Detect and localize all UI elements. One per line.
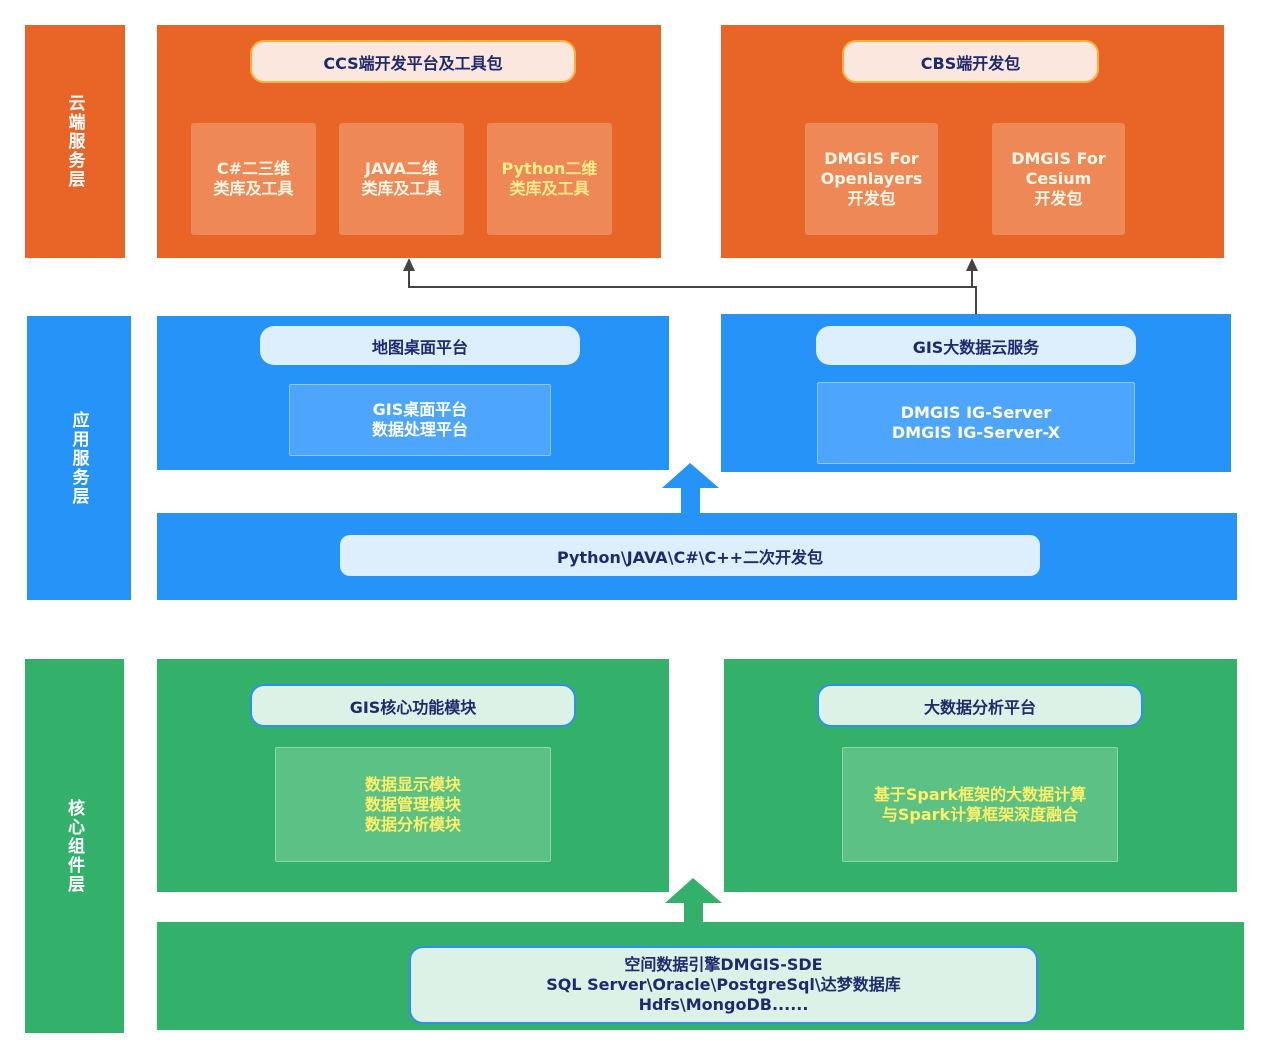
cbs-item-cesium: DMGIS For Cesium 开发包 xyxy=(992,123,1125,235)
arrowhead-cbs-icon xyxy=(966,258,978,271)
cbs-panel: CBS端开发包 DMGIS For Openlayers 开发包 DMGIS F… xyxy=(721,25,1224,258)
cloud-layer-label: 云端服务层 xyxy=(25,25,125,258)
bigdata-analysis-title: 大数据分析平台 xyxy=(817,684,1143,727)
engine-line-2: SQL Server\Oracle\PostgreSql\达梦数据库 xyxy=(546,975,901,994)
gis-core-panel: GIS核心功能模块 数据显示模块 数据管理模块 数据分析模块 xyxy=(157,659,669,892)
cbs-item-openlayers: DMGIS For Openlayers 开发包 xyxy=(805,123,938,235)
gis-core-item: 数据显示模块 数据管理模块 数据分析模块 xyxy=(275,747,551,862)
up-arrow-blue-icon xyxy=(662,463,719,513)
core-layer-label: 核心组件层 xyxy=(25,659,124,1033)
ccs-item-java: JAVA二维 类库及工具 xyxy=(339,123,464,235)
engine-line-1: 空间数据引擎DMGIS-SDE xyxy=(624,955,823,974)
desktop-panel: 地图桌面平台 GIS桌面平台 数据处理平台 xyxy=(157,316,669,470)
desktop-title: 地图桌面平台 xyxy=(260,326,580,365)
ccs-item-python: Python二维 类库及工具 xyxy=(487,123,612,235)
sdk-title: Python\JAVA\C#\C++二次开发包 xyxy=(340,535,1040,576)
bigdata-analysis-item: 基于Spark框架的大数据计算 与Spark计算框架深度融合 xyxy=(842,747,1118,862)
arrowhead-ccs-icon xyxy=(403,258,415,271)
connector-to-ccs xyxy=(408,266,977,314)
connector-lines xyxy=(408,266,977,314)
bigdata-analysis-panel: 大数据分析平台 基于Spark框架的大数据计算 与Spark计算框架深度融合 xyxy=(724,659,1237,892)
gis-core-title: GIS核心功能模块 xyxy=(250,684,576,727)
bigdata-service-item: DMGIS IG-Server DMGIS IG-Server-X xyxy=(817,382,1135,464)
engine-panel: 空间数据引擎DMGIS-SDE SQL Server\Oracle\Postgr… xyxy=(157,922,1244,1030)
bigdata-service-title: GIS大数据云服务 xyxy=(816,326,1136,365)
cbs-title: CBS端开发包 xyxy=(842,40,1099,83)
engine-line-3: Hdfs\MongoDB...... xyxy=(638,995,809,1014)
ccs-panel: CCS端开发平台及工具包 C#二三维 类库及工具 JAVA二维 类库及工具 Py… xyxy=(157,25,661,258)
sdk-panel: Python\JAVA\C#\C++二次开发包 xyxy=(157,513,1237,600)
bigdata-service-panel: GIS大数据云服务 DMGIS IG-Server DMGIS IG-Serve… xyxy=(721,314,1231,472)
up-arrow-green-icon xyxy=(665,878,722,922)
app-layer-label: 应用服务层 xyxy=(27,316,131,600)
ccs-title: CCS端开发平台及工具包 xyxy=(250,40,576,83)
engine-box: 空间数据引擎DMGIS-SDE SQL Server\Oracle\Postgr… xyxy=(409,946,1038,1024)
desktop-item: GIS桌面平台 数据处理平台 xyxy=(289,384,551,456)
ccs-item-csharp: C#二三维 类库及工具 xyxy=(191,123,316,235)
